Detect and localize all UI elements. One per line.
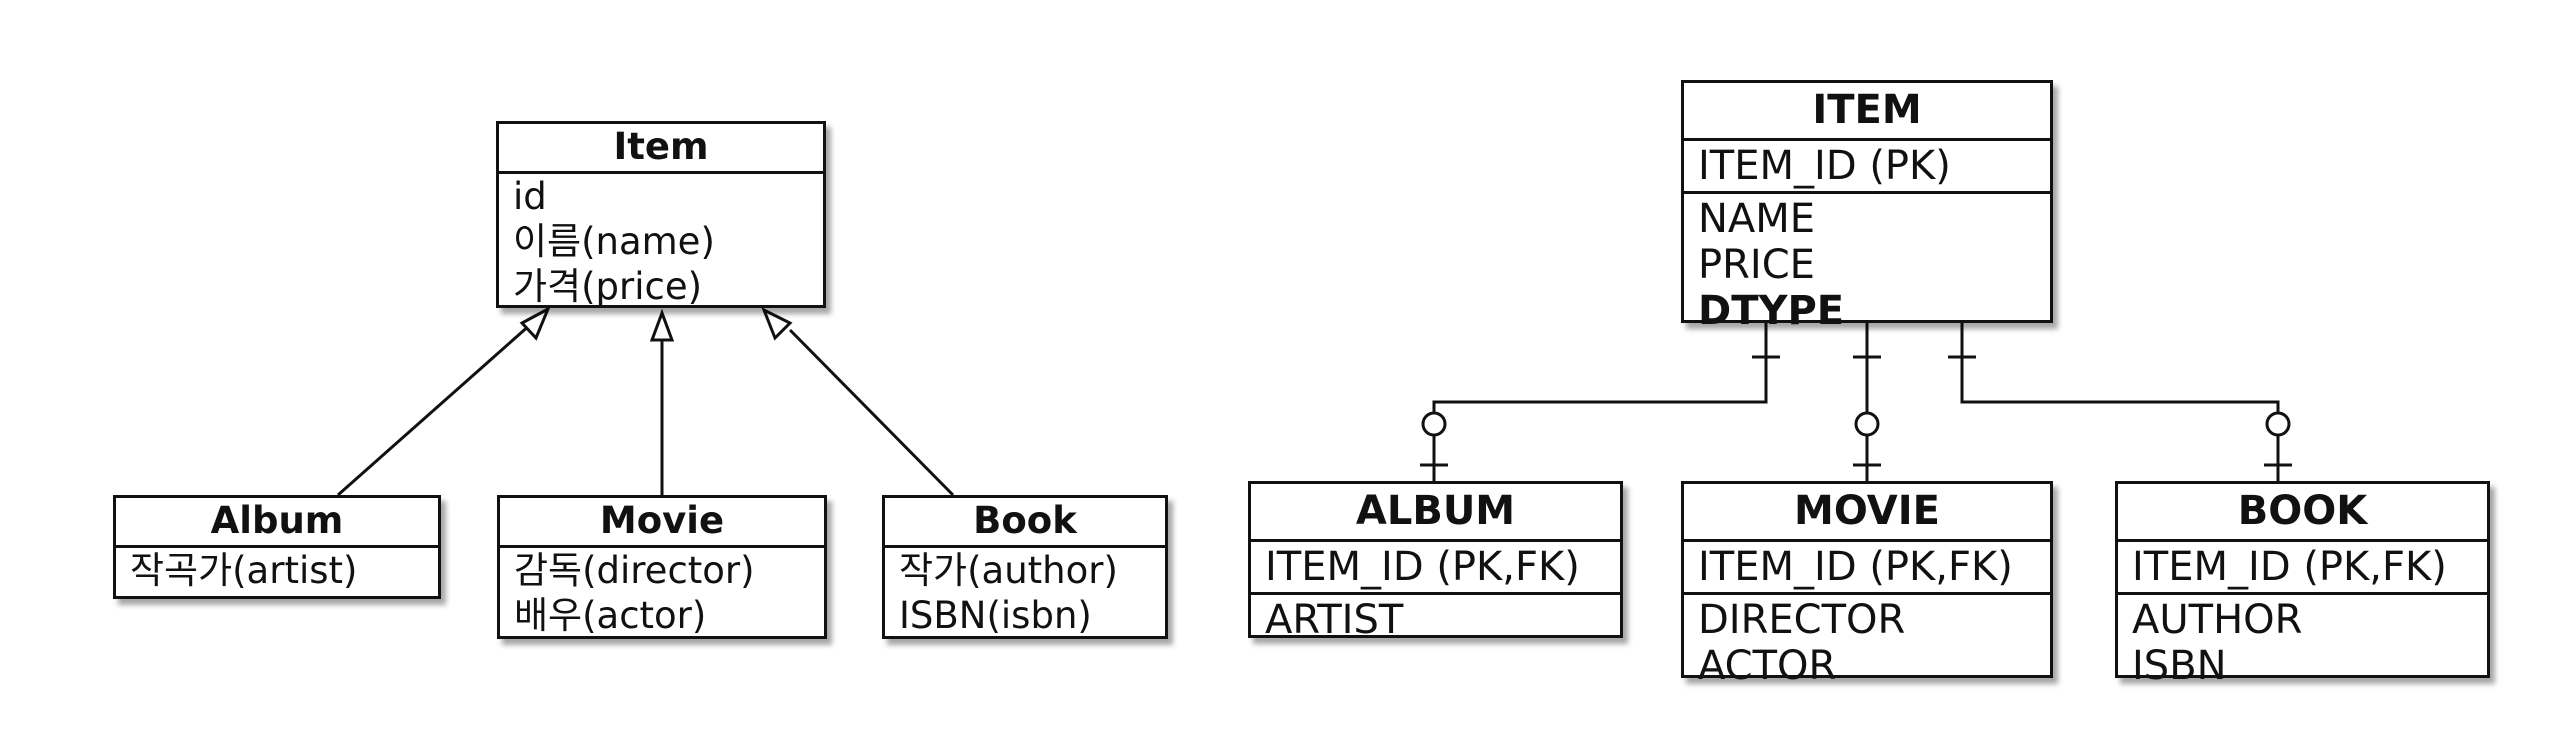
columns-section: ARTIST — [1251, 595, 1620, 645]
item-album-relationship — [1432, 323, 1768, 481]
class-fields: 작곡가(artist) — [116, 548, 438, 593]
primary-key-column: ITEM_ID (PK,FK) — [1698, 544, 2013, 590]
item-book-relationship — [1960, 323, 2280, 481]
primary-key-section: ITEM_ID (PK) — [1684, 141, 2050, 194]
table-title: ALBUM — [1251, 484, 1620, 542]
class-title: Book — [885, 498, 1165, 548]
primary-key-section: ITEM_ID (PK,FK) — [1684, 542, 2050, 595]
field: 가격(price) — [513, 265, 703, 308]
field: id — [513, 175, 547, 218]
field: 작가(author) — [899, 549, 1118, 592]
album-to-item-arrow — [337, 307, 549, 497]
album-arrowhead — [519, 305, 551, 341]
column: DIRECTOR — [1698, 597, 1906, 643]
column: ACTOR — [1698, 643, 1837, 689]
movie-arrowhead — [649, 308, 675, 342]
primary-key-column: ITEM_ID (PK,FK) — [2132, 544, 2447, 590]
uml-book-class: Book 작가(author) ISBN(isbn) — [882, 495, 1168, 639]
field: 작곡가(artist) — [130, 549, 358, 592]
erd-book-table: BOOK ITEM_ID (PK,FK) AUTHOR ISBN — [2115, 481, 2490, 689]
field: 배우(actor) — [514, 594, 707, 637]
class-title: Item — [499, 124, 823, 174]
class-fields: id 이름(name) 가격(price) — [499, 174, 823, 309]
column: AUTHOR — [2132, 597, 2303, 643]
class-fields: 작가(author) ISBN(isbn) — [885, 548, 1165, 638]
column: ARTIST — [1265, 597, 1404, 643]
columns-section: NAME PRICE DTYPE — [1684, 194, 2050, 336]
table-title: ITEM — [1684, 83, 2050, 141]
erd-relationships — [1420, 323, 2292, 481]
discriminator-column: DTYPE — [1698, 288, 1845, 334]
class-fields: 감독(director) 배우(actor) — [500, 548, 824, 638]
field: ISBN(isbn) — [899, 594, 1092, 637]
field: 이름(name) — [513, 220, 715, 263]
primary-key-section: ITEM_ID (PK,FK) — [2118, 542, 2487, 595]
book-arrowhead — [761, 306, 793, 341]
table-title: BOOK — [2118, 484, 2487, 542]
columns-section: DIRECTOR ACTOR — [1684, 595, 2050, 691]
column: NAME — [1698, 196, 1816, 242]
class-title: Album — [116, 498, 438, 548]
book-to-item-arrow — [788, 328, 955, 497]
column: ISBN — [2132, 643, 2227, 689]
uml-album-class: Album 작곡가(artist) — [113, 495, 441, 599]
column: PRICE — [1698, 242, 1815, 288]
erd-item-table: ITEM ITEM_ID (PK) NAME PRICE DTYPE — [1681, 80, 2053, 334]
class-title: Movie — [500, 498, 824, 548]
columns-section: AUTHOR ISBN — [2118, 595, 2487, 691]
primary-key-section: ITEM_ID (PK,FK) — [1251, 542, 1620, 595]
uml-movie-class: Movie 감독(director) 배우(actor) — [497, 495, 827, 639]
generalization-arrows — [337, 305, 955, 497]
field: 감독(director) — [514, 549, 755, 592]
uml-item-class: Item id 이름(name) 가격(price) — [496, 121, 826, 308]
primary-key-column: ITEM_ID (PK) — [1698, 143, 1951, 189]
erd-movie-table: MOVIE ITEM_ID (PK,FK) DIRECTOR ACTOR — [1681, 481, 2053, 689]
erd-album-table: ALBUM ITEM_ID (PK,FK) ARTIST — [1248, 481, 1623, 643]
table-title: MOVIE — [1684, 484, 2050, 542]
primary-key-column: ITEM_ID (PK,FK) — [1265, 544, 1580, 590]
